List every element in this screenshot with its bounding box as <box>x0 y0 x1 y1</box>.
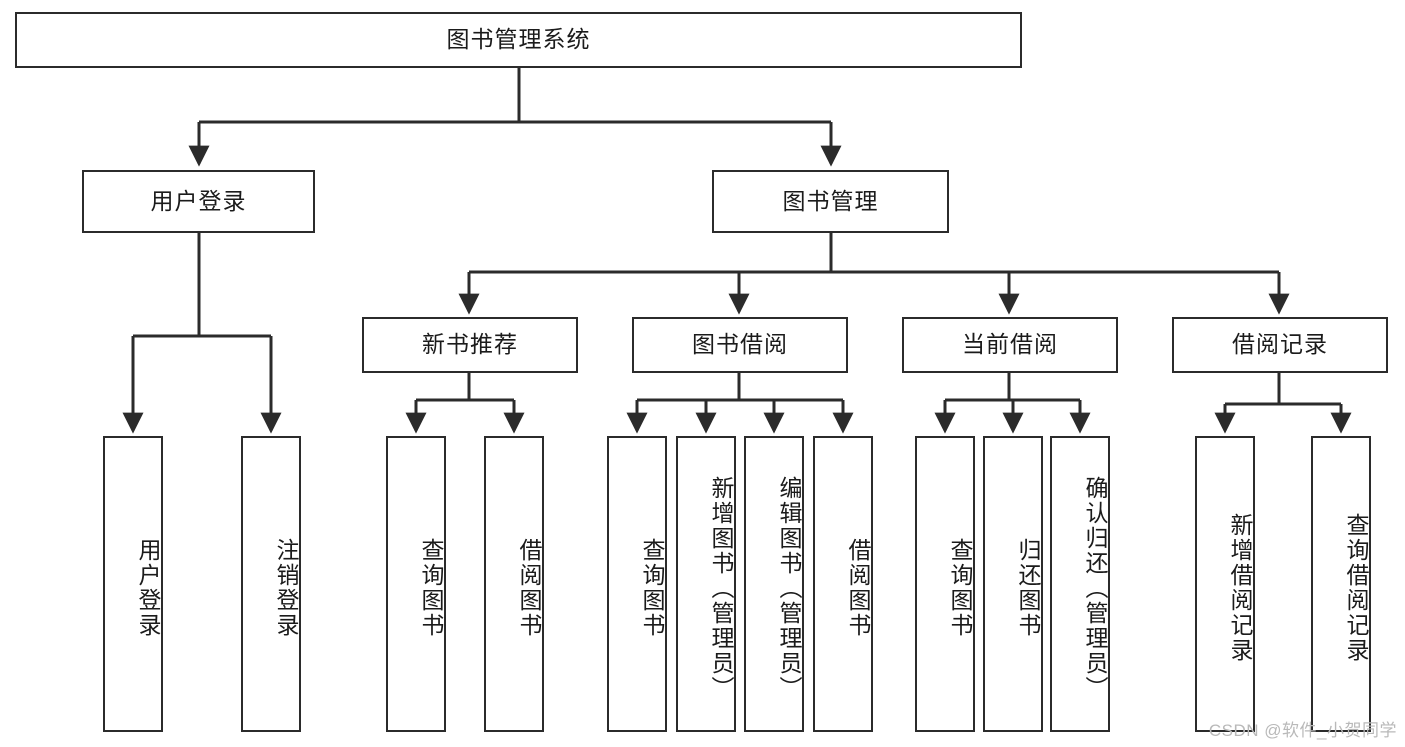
node-leaf-cur-confirm[interactable]: 确认归还（管理员） <box>1050 436 1110 732</box>
node-leaf-user-logout-label: 注销登录 <box>273 538 299 638</box>
node-current-borrow-label: 当前借阅 <box>962 331 1058 358</box>
node-leaf-cur-return[interactable]: 归还图书 <box>983 436 1043 732</box>
node-root[interactable]: 图书管理系统 <box>15 12 1022 68</box>
node-leaf-borrow-query-label: 查询图书 <box>639 538 665 638</box>
watermark-text: CSDN @软件_小贺同学 <box>1208 721 1397 740</box>
node-leaf-cur-confirm-label: 确认归还（管理员） <box>1082 475 1108 701</box>
node-leaf-borrow-edit[interactable]: 编辑图书（管理员） <box>744 436 804 732</box>
node-leaf-borrow-add-label: 新增图书（管理员） <box>708 475 734 701</box>
node-user-login-label: 用户登录 <box>150 187 247 214</box>
node-borrow-record-label: 借阅记录 <box>1232 331 1328 358</box>
node-book-manage[interactable]: 图书管理 <box>712 170 949 233</box>
node-leaf-user-login[interactable]: 用户登录 <box>103 436 163 732</box>
node-leaf-borrow-add[interactable]: 新增图书（管理员） <box>676 436 736 732</box>
node-book-manage-label: 图书管理 <box>782 187 879 214</box>
node-leaf-rec-borrow-label: 借阅图书 <box>516 538 542 638</box>
node-leaf-rec-search[interactable]: 查询借阅记录 <box>1311 436 1371 732</box>
node-leaf-user-logout[interactable]: 注销登录 <box>241 436 301 732</box>
node-leaf-rec-query[interactable]: 查询图书 <box>386 436 446 732</box>
node-leaf-borrow-query[interactable]: 查询图书 <box>607 436 667 732</box>
node-user-login[interactable]: 用户登录 <box>82 170 315 233</box>
node-leaf-rec-add-label: 新增借阅记录 <box>1227 513 1253 663</box>
node-leaf-cur-query-label: 查询图书 <box>947 538 973 638</box>
node-book-borrow[interactable]: 图书借阅 <box>632 317 848 373</box>
node-current-borrow[interactable]: 当前借阅 <box>902 317 1118 373</box>
node-leaf-borrow-lend-label: 借阅图书 <box>845 538 871 638</box>
node-root-label: 图书管理系统 <box>446 26 591 53</box>
node-borrow-record[interactable]: 借阅记录 <box>1172 317 1388 373</box>
node-leaf-cur-return-label: 归还图书 <box>1015 538 1041 638</box>
node-book-borrow-label: 图书借阅 <box>692 331 788 358</box>
node-leaf-rec-borrow[interactable]: 借阅图书 <box>484 436 544 732</box>
node-leaf-borrow-edit-label: 编辑图书（管理员） <box>776 475 802 701</box>
node-leaf-user-login-label: 用户登录 <box>135 538 161 638</box>
node-new-book-rec[interactable]: 新书推荐 <box>362 317 578 373</box>
node-leaf-borrow-lend[interactable]: 借阅图书 <box>813 436 873 732</box>
node-new-book-rec-label: 新书推荐 <box>422 331 518 358</box>
node-leaf-rec-add[interactable]: 新增借阅记录 <box>1195 436 1255 732</box>
node-leaf-rec-query-label: 查询图书 <box>418 538 444 638</box>
node-leaf-rec-search-label: 查询借阅记录 <box>1343 513 1369 663</box>
node-leaf-cur-query[interactable]: 查询图书 <box>915 436 975 732</box>
